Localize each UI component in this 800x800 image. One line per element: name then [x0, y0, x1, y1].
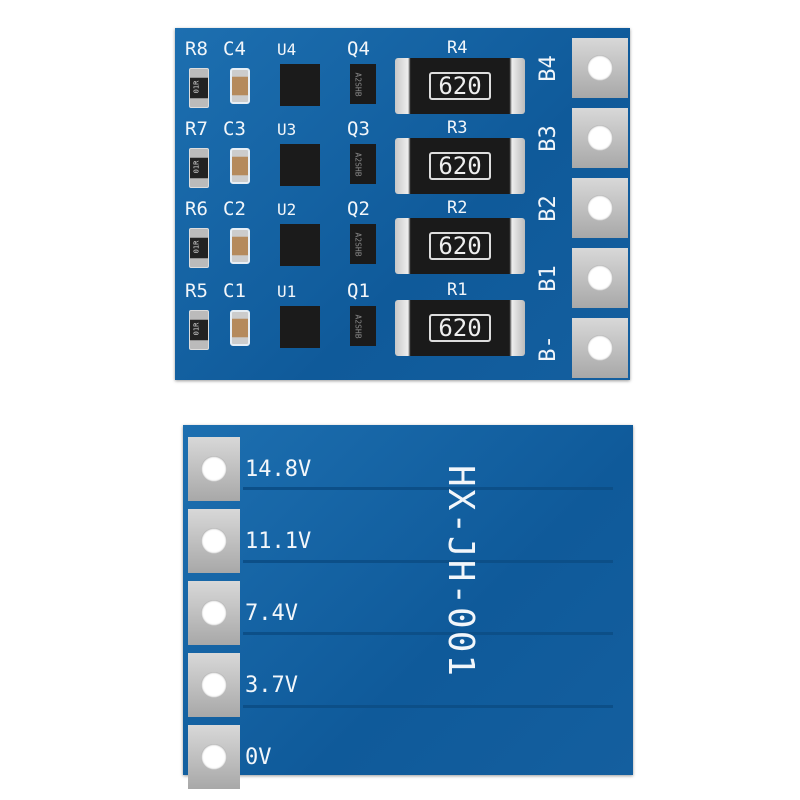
pad-label: B3	[535, 125, 561, 152]
protection-ic	[280, 224, 320, 266]
resistor-value: 620	[429, 232, 491, 260]
resistor-value: 620	[429, 152, 491, 180]
mounting-hole	[587, 195, 613, 221]
pad-label: B2	[535, 195, 561, 222]
mosfet: A2SHB	[350, 64, 376, 104]
solder-pad	[572, 318, 628, 378]
ic-designator: U4	[277, 40, 297, 59]
mosfet: A2SHB	[350, 306, 376, 346]
trace	[243, 705, 613, 708]
protection-ic	[280, 144, 320, 186]
sense-resistor: 01R	[189, 148, 209, 188]
solder-pad	[572, 248, 628, 308]
trace	[243, 560, 613, 563]
capacitor	[230, 310, 250, 346]
ic-designator: U2	[277, 200, 297, 219]
resistor-designator: R6	[185, 198, 208, 220]
voltage-label: 11.1V	[245, 529, 312, 554]
mosfet: A2SHB	[350, 144, 376, 184]
fet-designator: Q3	[347, 118, 370, 140]
mounting-hole	[587, 335, 613, 361]
fet-code: A2SHB	[353, 232, 363, 257]
resistor-code: 01R	[192, 80, 201, 94]
resistor-designator: R2	[447, 198, 468, 218]
sense-resistor: 01R	[189, 68, 209, 108]
fet-designator: Q1	[347, 280, 370, 302]
solder-pad	[188, 509, 240, 573]
mosfet: A2SHB	[350, 224, 376, 264]
mounting-hole	[201, 744, 227, 770]
balance-resistor: 620	[395, 300, 525, 356]
mounting-hole	[587, 55, 613, 81]
resistor-designator: R4	[447, 38, 468, 58]
ic-designator: U1	[277, 282, 297, 301]
resistor-value: 620	[429, 72, 491, 100]
capacitor	[230, 68, 250, 104]
capacitor-designator: C3	[223, 118, 246, 140]
mounting-hole	[587, 265, 613, 291]
pcb-bottom-side: HX-JH-001 14.8V 11.1V 7.4V 3.7V 0V	[183, 425, 633, 789]
solder-pad	[572, 178, 628, 238]
solder-pad	[188, 437, 240, 501]
resistor-code: 01R	[192, 240, 201, 254]
capacitor-designator: C4	[223, 38, 246, 60]
voltage-label: 14.8V	[245, 457, 312, 482]
balance-resistor: 620	[395, 58, 525, 114]
resistor-designator: R7	[185, 118, 208, 140]
pad-label: B-	[535, 335, 561, 362]
mounting-hole	[201, 600, 227, 626]
balance-resistor: 620	[395, 218, 525, 274]
mounting-hole	[201, 672, 227, 698]
resistor-code: 01R	[192, 322, 201, 336]
sense-resistor: 01R	[189, 310, 209, 350]
mounting-hole	[587, 125, 613, 151]
voltage-label: 3.7V	[245, 673, 298, 698]
board-model-label: HX-JH-001	[440, 465, 481, 679]
capacitor-designator: C2	[223, 198, 246, 220]
voltage-label: 7.4V	[245, 601, 298, 626]
fet-code: A2SHB	[353, 314, 363, 339]
voltage-label: 0V	[245, 745, 272, 770]
capacitor-designator: C1	[223, 280, 246, 302]
pad-label: B4	[535, 55, 561, 82]
solder-pad	[188, 725, 240, 789]
fet-designator: Q2	[347, 198, 370, 220]
fet-code: A2SHB	[353, 152, 363, 177]
solder-pad	[188, 581, 240, 645]
resistor-value: 620	[429, 314, 491, 342]
capacitor	[230, 228, 250, 264]
solder-pad	[572, 38, 628, 98]
solder-pad	[572, 108, 628, 168]
pad-label: B1	[535, 265, 561, 292]
resistor-designator: R1	[447, 280, 468, 300]
trace	[243, 632, 613, 635]
resistor-designator: R8	[185, 38, 208, 60]
capacitor	[230, 148, 250, 184]
balance-resistor: 620	[395, 138, 525, 194]
fet-code: A2SHB	[353, 72, 363, 97]
resistor-designator: R5	[185, 280, 208, 302]
resistor-code: 01R	[192, 160, 201, 174]
mounting-hole	[201, 456, 227, 482]
ic-designator: U3	[277, 120, 297, 139]
protection-ic	[280, 306, 320, 348]
trace	[243, 487, 613, 490]
resistor-designator: R3	[447, 118, 468, 138]
solder-pad	[188, 653, 240, 717]
sense-resistor: 01R	[189, 228, 209, 268]
mounting-hole	[201, 528, 227, 554]
protection-ic	[280, 64, 320, 106]
fet-designator: Q4	[347, 38, 370, 60]
